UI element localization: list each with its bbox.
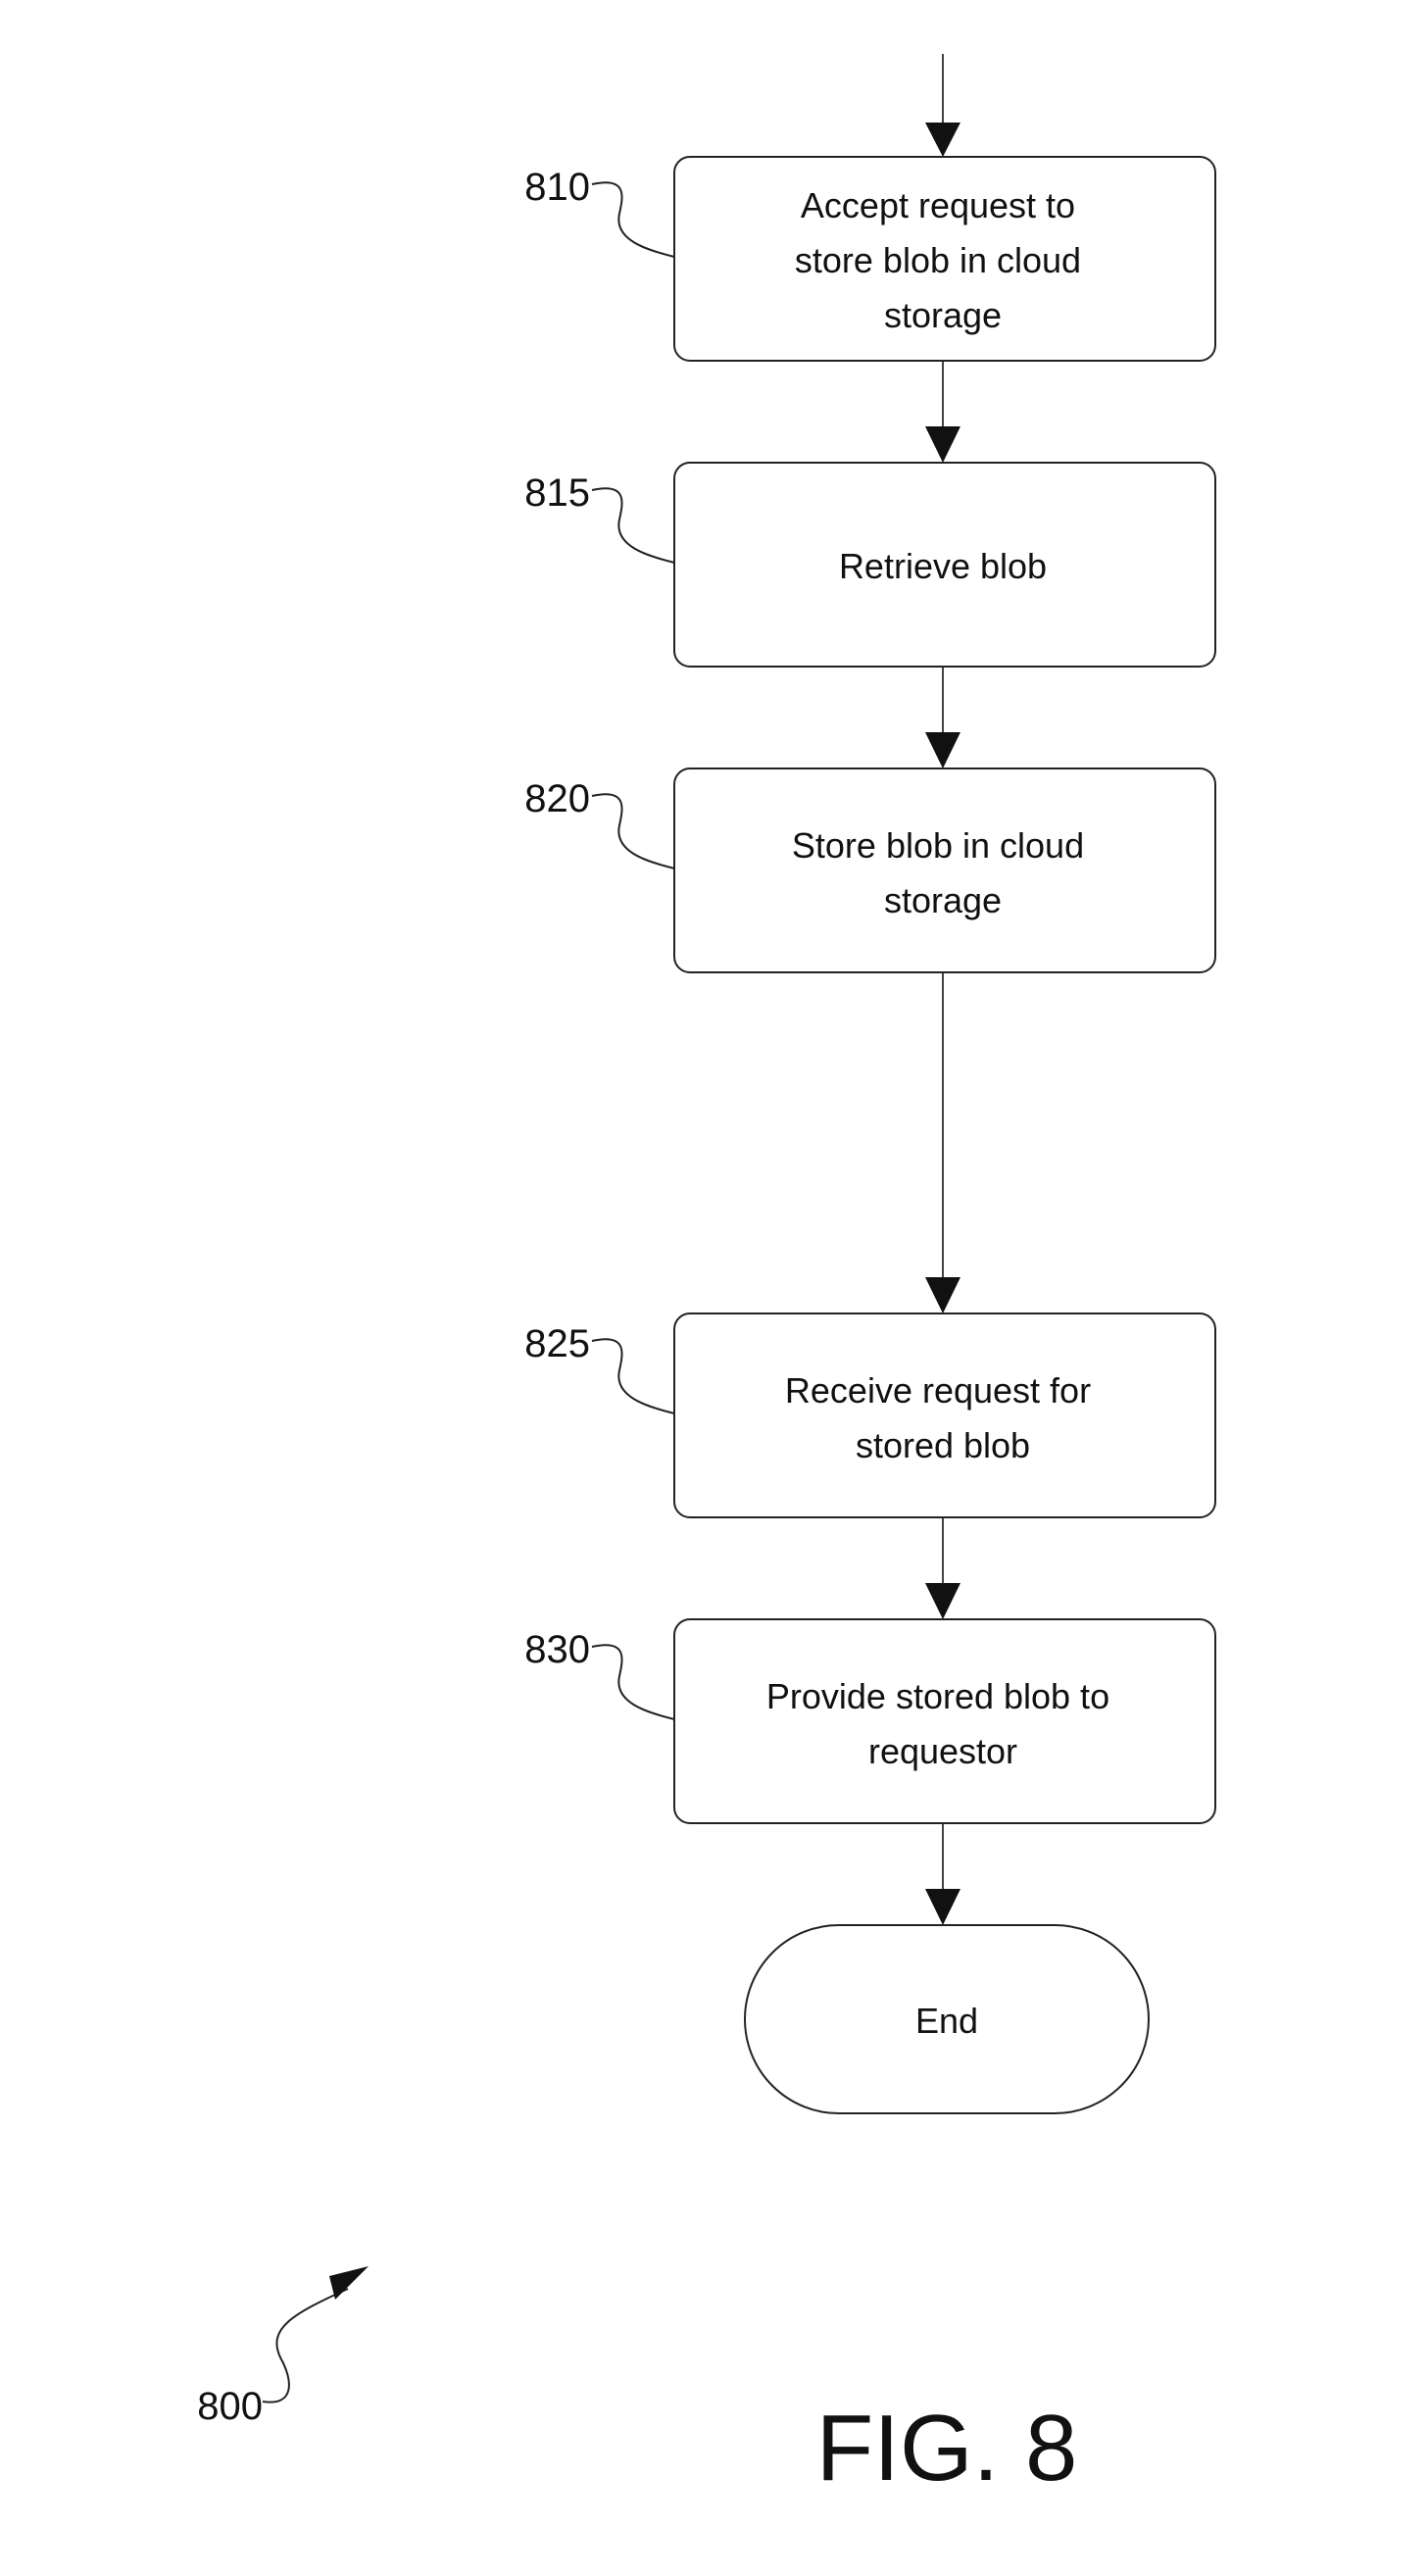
- arrowhead-830: [925, 1583, 960, 1619]
- arrowhead-825: [925, 1277, 960, 1313]
- arrowhead-820: [925, 732, 960, 768]
- step-820-box: [674, 768, 1215, 972]
- step-815: Retrieve blob 815: [524, 463, 1215, 667]
- terminal-end: End: [745, 1925, 1149, 2113]
- step-815-ref: 815: [524, 471, 590, 515]
- step-815-label: Retrieve blob: [839, 546, 1047, 586]
- step-825-ref: 825: [524, 1322, 590, 1365]
- step-820: Store blob in cloud storage 820: [524, 768, 1215, 972]
- step-830-ref: 830: [524, 1628, 590, 1671]
- step-815-leader: [592, 488, 674, 563]
- step-830-box: [674, 1619, 1215, 1823]
- step-810-ref: 810: [524, 166, 590, 209]
- diagram-reference-arrowhead: [329, 2266, 369, 2300]
- arrowhead-end: [925, 1889, 960, 1925]
- step-825-box: [674, 1313, 1215, 1517]
- step-830: Provide stored blob to requestor 830: [524, 1619, 1215, 1823]
- step-825: Receive request for stored blob 825: [524, 1313, 1215, 1517]
- step-810-leader: [592, 182, 674, 257]
- step-810: Accept request to store blob in cloud st…: [524, 157, 1215, 361]
- diagram-reference-leader: [263, 2289, 348, 2403]
- step-825-leader: [592, 1339, 674, 1413]
- step-830-leader: [592, 1645, 674, 1719]
- entry-arrowhead: [925, 123, 960, 157]
- arrowhead-815: [925, 426, 960, 463]
- step-820-leader: [592, 794, 674, 868]
- end-label: End: [915, 2001, 978, 2041]
- figure-label: FIG. 8: [816, 2396, 1078, 2501]
- step-820-ref: 820: [524, 777, 590, 820]
- diagram-number: 800: [197, 2385, 263, 2428]
- diagram-reference: 800: [197, 2266, 369, 2428]
